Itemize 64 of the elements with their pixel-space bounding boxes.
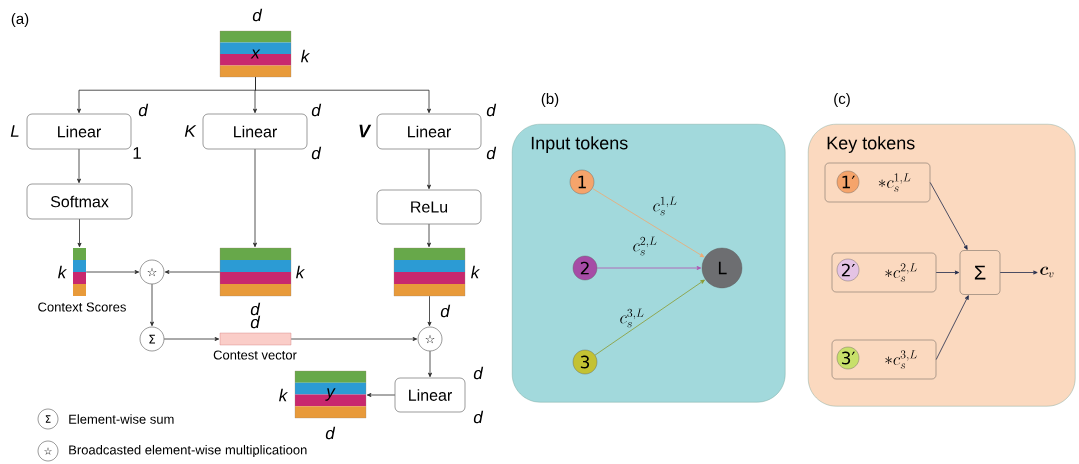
- score-bar: [73, 248, 86, 296]
- arrow: [150, 283, 154, 327]
- dimension-label: V: [359, 124, 372, 138]
- arrow: [427, 148, 431, 190]
- dimension-label: k: [279, 388, 288, 402]
- dimension-label: d: [486, 103, 497, 117]
- dimension-label: k: [296, 265, 305, 279]
- layer-box: Linear: [26, 113, 132, 150]
- arrow: [253, 148, 257, 248]
- layer-box: Softmax: [26, 183, 133, 220]
- layer-box: Linear: [376, 113, 482, 150]
- arrow: [366, 393, 396, 397]
- arrow: [77, 148, 81, 184]
- panel-label: (c): [834, 93, 850, 107]
- dimension-label: 1: [133, 147, 141, 159]
- arrow: [255, 76, 431, 114]
- legend-text: Element-wise sum: [69, 414, 174, 424]
- layer-box: Linear: [202, 113, 308, 150]
- caption-text: Context Scores: [38, 302, 126, 312]
- arrow: [290, 337, 418, 341]
- dimension-label: d: [250, 302, 261, 316]
- arrow: [428, 350, 432, 378]
- dimension-label: d: [311, 146, 322, 160]
- legend-text: Broadcasted element-wise multiplicatioon: [69, 444, 307, 458]
- caption-text: Contest vector: [213, 350, 297, 360]
- arrow: [427, 223, 431, 248]
- dimension-label: k: [471, 265, 480, 279]
- dimension-label: d: [252, 8, 263, 22]
- dimension-label: d: [440, 304, 451, 318]
- dimension-label: d: [473, 366, 484, 380]
- dimension-label: d: [250, 315, 261, 329]
- matrix-block: [219, 247, 292, 297]
- edge-label: $c_s^{3,L}$: [620, 308, 644, 328]
- dimension-label: d: [138, 103, 149, 117]
- vector-bar: [219, 332, 292, 346]
- arrow: [596, 266, 702, 270]
- arrow: [164, 270, 221, 274]
- output-symbol: $\boldsymbol{c}_v$: [1040, 266, 1054, 278]
- arrow: [163, 337, 220, 341]
- panel-label: (b): [541, 93, 559, 107]
- dimension-label: d: [325, 426, 336, 440]
- arrow: [929, 182, 968, 250]
- layer-box: Linear: [394, 377, 466, 413]
- dimension-label: d: [473, 410, 484, 424]
- dimension-label: k: [301, 49, 310, 63]
- panel-label: (a): [11, 13, 29, 27]
- dimension-label: K: [184, 125, 197, 137]
- arrow: [935, 270, 960, 275]
- dimension-label: d: [311, 103, 322, 117]
- arrow: [935, 295, 969, 360]
- arrow: [592, 188, 705, 258]
- edge-label: $c_s^{1,L}$: [653, 196, 677, 216]
- arrow: [85, 270, 140, 274]
- arrow: [999, 270, 1038, 275]
- sum-box: Σ: [959, 250, 1001, 295]
- dimension-label: L: [10, 125, 19, 137]
- edge-label: $c_s^{2,L}$: [633, 236, 657, 256]
- arrow: [77, 218, 82, 248]
- arrow: [427, 295, 432, 327]
- layer-box: ReLu: [376, 189, 482, 225]
- dimension-label: d: [486, 146, 497, 160]
- dimension-label: k: [58, 265, 67, 279]
- arrow: [594, 279, 705, 356]
- matrix-block: [393, 247, 466, 297]
